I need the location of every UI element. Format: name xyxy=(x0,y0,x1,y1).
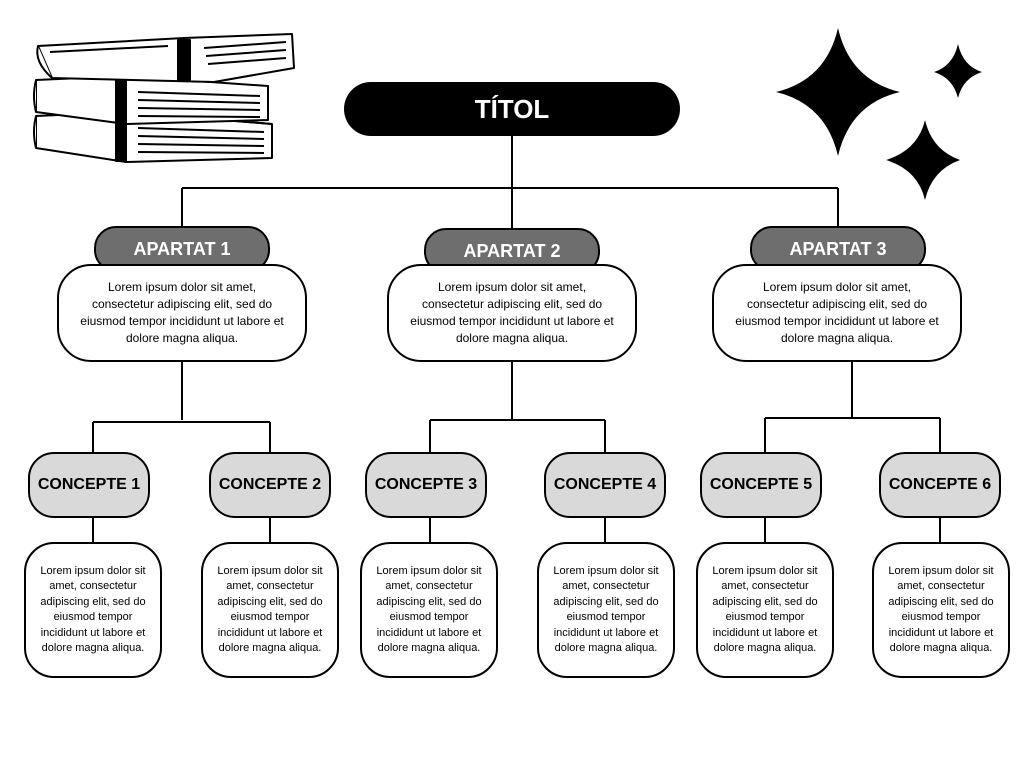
section-1-text: Lorem ipsum dolor sit amet, consectetur … xyxy=(80,280,284,345)
sparkle-stars-icon xyxy=(776,28,982,200)
section-3-text: Lorem ipsum dolor sit amet, consectetur … xyxy=(735,280,939,345)
concept-3-label: CONCEPTE 3 xyxy=(365,452,487,518)
concept-6-text: Lorem ipsum dolor sit amet, consectetur … xyxy=(888,564,994,655)
concept-1-description: Lorem ipsum dolor sit amet, consectetur … xyxy=(24,542,162,678)
concept-2-text: Lorem ipsum dolor sit amet, consectetur … xyxy=(217,564,323,655)
concept-6-description: Lorem ipsum dolor sit amet, consectetur … xyxy=(872,542,1010,678)
section-3-description: Lorem ipsum dolor sit amet, consectetur … xyxy=(712,264,962,362)
concept-4-description: Lorem ipsum dolor sit amet, consectetur … xyxy=(537,542,675,678)
section-1-description: Lorem ipsum dolor sit amet, consectetur … xyxy=(57,264,307,362)
diagram-title: TÍTOL xyxy=(344,82,680,136)
concept-5-description: Lorem ipsum dolor sit amet, consectetur … xyxy=(696,542,834,678)
concept-3-description: Lorem ipsum dolor sit amet, consectetur … xyxy=(360,542,498,678)
concept-1-label: CONCEPTE 1 xyxy=(28,452,150,518)
concept-4-text: Lorem ipsum dolor sit amet, consectetur … xyxy=(553,564,659,655)
concept-2-description: Lorem ipsum dolor sit amet, consectetur … xyxy=(201,542,339,678)
section-2-text: Lorem ipsum dolor sit amet, consectetur … xyxy=(410,280,614,345)
stacked-books-icon xyxy=(33,33,295,163)
concept-6-label: CONCEPTE 6 xyxy=(879,452,1001,518)
section-2-description: Lorem ipsum dolor sit amet, consectetur … xyxy=(387,264,637,362)
concept-4-label: CONCEPTE 4 xyxy=(544,452,666,518)
concept-3-text: Lorem ipsum dolor sit amet, consectetur … xyxy=(376,564,482,655)
concept-2-label: CONCEPTE 2 xyxy=(209,452,331,518)
concept-1-text: Lorem ipsum dolor sit amet, consectetur … xyxy=(40,564,146,655)
concept-5-label: CONCEPTE 5 xyxy=(700,452,822,518)
concept-5-text: Lorem ipsum dolor sit amet, consectetur … xyxy=(712,564,818,655)
